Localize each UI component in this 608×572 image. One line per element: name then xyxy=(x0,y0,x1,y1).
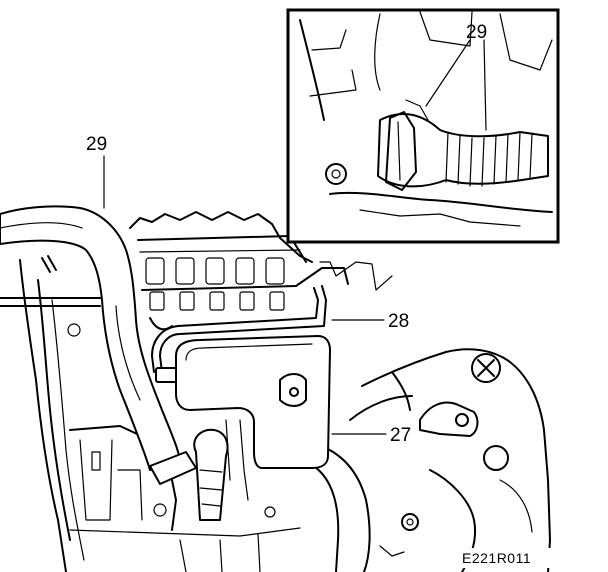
leader-lines xyxy=(103,155,387,435)
inset-detail xyxy=(286,8,560,244)
label-29-inset: 29 xyxy=(466,22,487,43)
figure-code-bg xyxy=(458,548,562,568)
inset-hose-ribs xyxy=(445,131,533,187)
label-29-main: 29 xyxy=(86,134,107,155)
housing-27 xyxy=(175,335,331,521)
hose-29 xyxy=(0,205,197,485)
cylinder-head-ribs xyxy=(145,257,285,311)
figure-code: E221R011 xyxy=(462,550,531,566)
label-27: 27 xyxy=(390,425,411,446)
label-28: 28 xyxy=(388,311,409,332)
